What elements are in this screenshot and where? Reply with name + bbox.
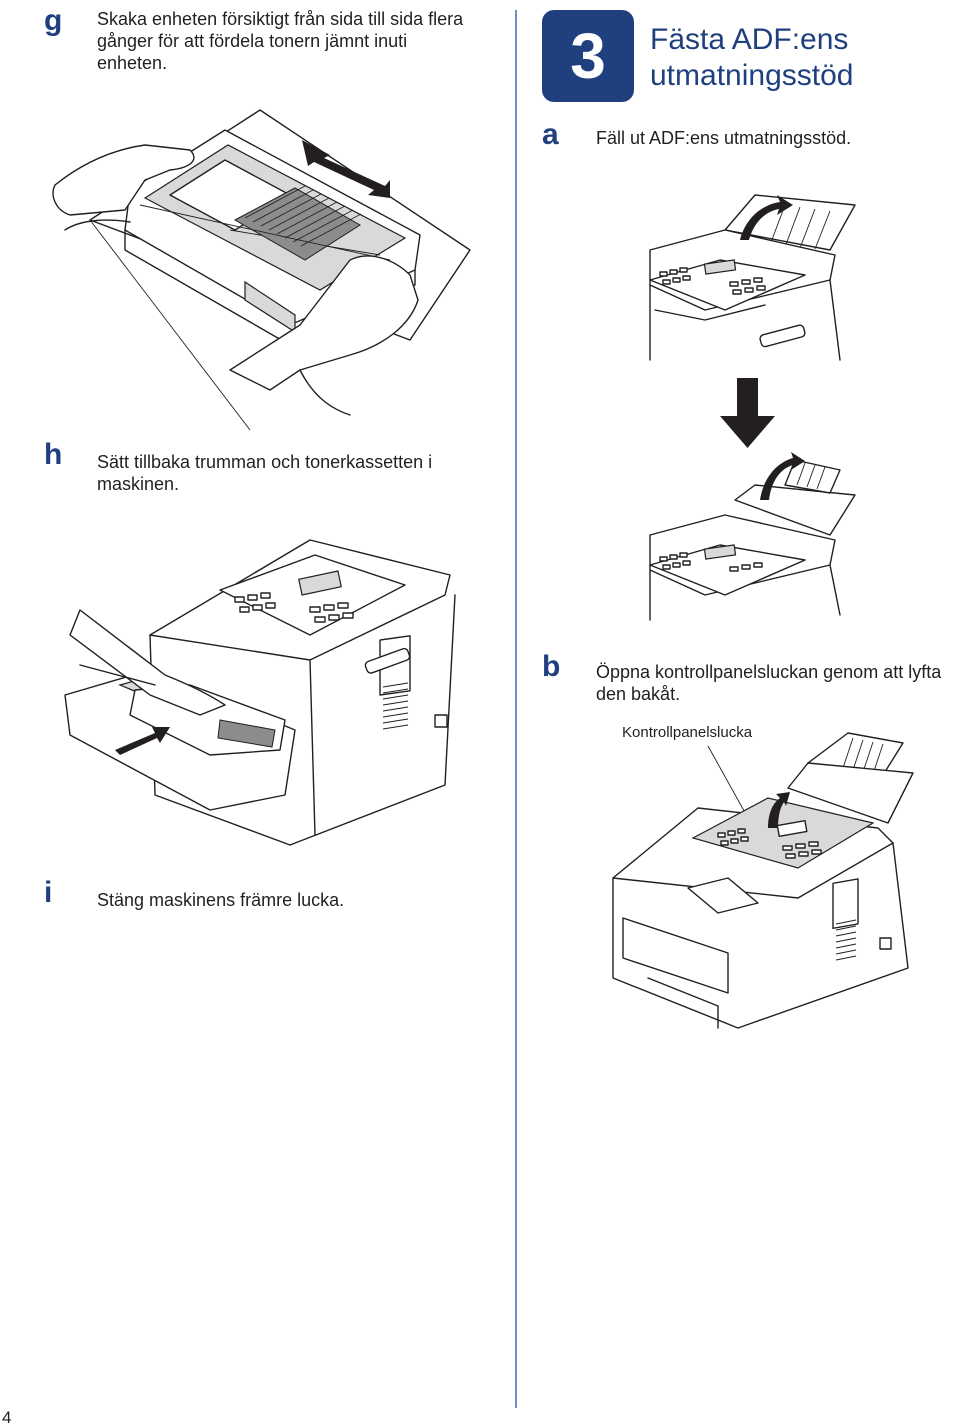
step-i-line1: Stäng maskinens främre lucka.	[97, 890, 345, 910]
open-control-panel-illustration	[612, 732, 914, 1029]
adf-lift-arrow-icon	[740, 195, 793, 240]
step-h-line2: maskinen.	[97, 474, 180, 494]
step-h-text: Sätt tillbaka trumman och tonerkassetten…	[97, 451, 507, 495]
section-title-line2: utmatningsstöd	[650, 59, 854, 92]
panel-lift-arrow-icon	[768, 792, 790, 828]
control-panel	[219, 554, 406, 636]
step-b-text: Öppna kontrollpanelsluckan genom att lyf…	[596, 661, 958, 705]
control-panel-cover-callout: Kontrollpanelslucka	[622, 724, 753, 741]
step-letter-b: b	[542, 650, 561, 683]
insert-drum-illustration	[64, 539, 456, 846]
inserting-hand	[69, 609, 226, 716]
down-arrow-icon	[720, 378, 775, 448]
step-a-line1: Fäll ut ADF:ens utmatningsstöd.	[596, 128, 852, 148]
step-letter-a: a	[542, 118, 559, 151]
step-g-line1: Skaka enheten försiktigt från sida till …	[97, 9, 464, 29]
column-divider	[515, 10, 517, 1408]
step-g-text: Skaka enheten försiktigt från sida till …	[97, 8, 507, 74]
adf-support-after-illustration	[649, 452, 856, 621]
adf-support-before-illustration	[649, 194, 856, 361]
drum-toner-shake-illustration	[52, 109, 471, 431]
insert-arrow-icon	[115, 727, 170, 755]
step-b-line1: Öppna kontrollpanelsluckan genom att lyf…	[596, 662, 942, 682]
step-b-line2: den bakåt.	[596, 684, 681, 704]
step-g-line3: enheten.	[97, 53, 168, 73]
section-title-line1: Fästa ADF:ens	[650, 23, 849, 56]
shake-double-arrow-icon	[302, 140, 390, 198]
right-hand	[229, 255, 419, 391]
step-letter-i: i	[44, 876, 53, 909]
section-title: Fästa ADF:ens utmatningsstöd	[650, 22, 950, 94]
page-number: 4	[2, 1408, 12, 1427]
section-number-badge: 3	[542, 10, 634, 102]
step-a-text: Fäll ut ADF:ens utmatningsstöd.	[596, 127, 956, 149]
adf-extend-arrow-icon	[760, 452, 805, 500]
step-letter-h: h	[44, 438, 63, 471]
step-i-text: Stäng maskinens främre lucka.	[97, 889, 507, 911]
left-hand	[52, 144, 195, 216]
step-g-line2: gånger för att fördela tonern jämnt inut…	[97, 31, 408, 51]
step-h-line1: Sätt tillbaka trumman och tonerkassetten…	[97, 452, 433, 472]
step-letter-g: g	[44, 4, 63, 37]
